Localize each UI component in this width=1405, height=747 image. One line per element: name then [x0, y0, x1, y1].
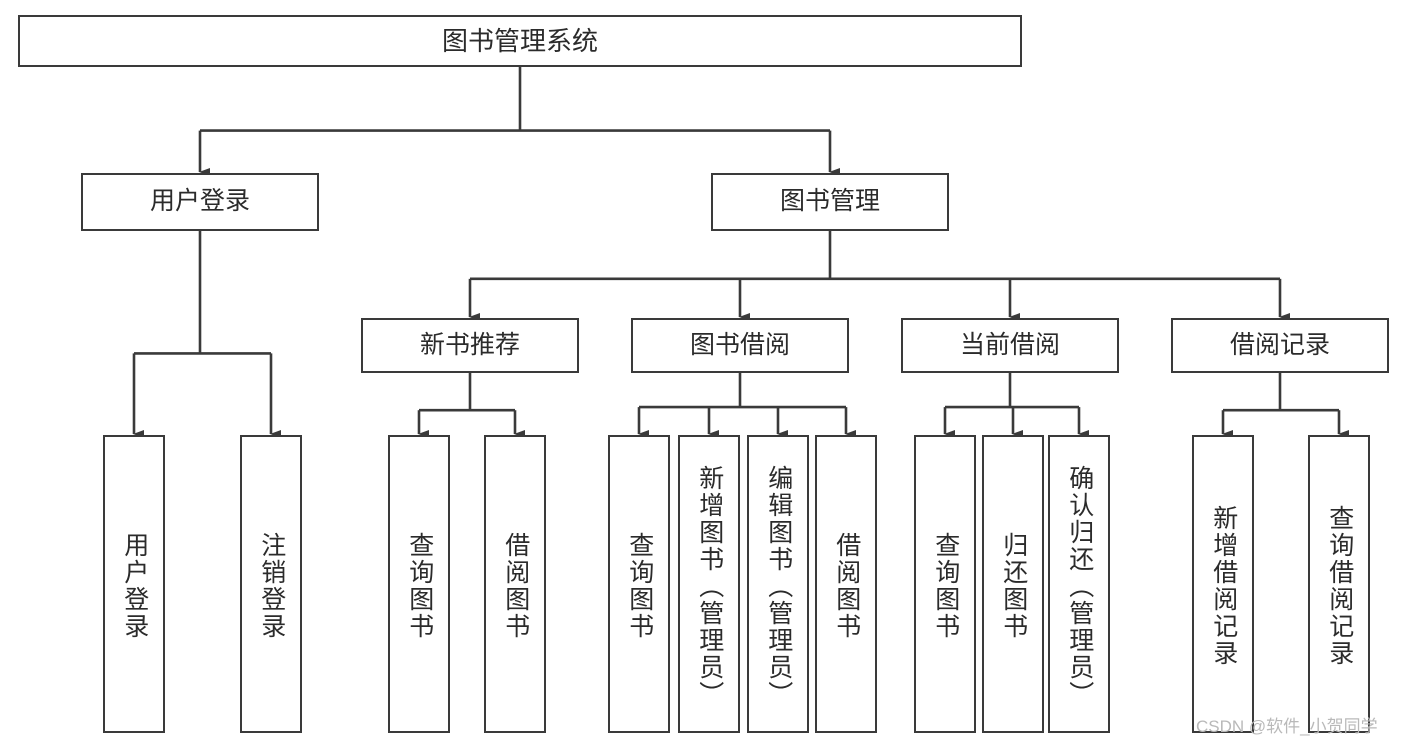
leaf-borrow-add-book[interactable]: 新增图书（管理员） [678, 435, 740, 733]
leaf-current-confirm-return[interactable]: 确认归还（管理员） [1048, 435, 1110, 733]
leaf-user-logout[interactable]: 注销登录 [240, 435, 302, 733]
node-root[interactable]: 图书管理系统 [18, 15, 1022, 67]
leaf-borrow-lend-book[interactable]: 借阅图书 [815, 435, 877, 733]
node-user-login-label: 用户登录 [149, 187, 250, 216]
leaf-record-add-record[interactable]: 新增借阅记录 [1192, 435, 1254, 733]
leaf-recommend-borrow-book-label: 借阅图书 [501, 532, 530, 640]
leaf-borrow-query-book-label: 查询图书 [625, 532, 654, 640]
leaf-borrow-edit-book[interactable]: 编辑图书（管理员） [747, 435, 809, 733]
leaf-current-return-book-label: 归还图书 [999, 532, 1028, 640]
node-borrow-record-label: 借阅记录 [1229, 330, 1330, 359]
node-current-borrow[interactable]: 当前借阅 [901, 318, 1119, 373]
leaf-borrow-lend-book-label: 借阅图书 [832, 532, 861, 640]
leaf-recommend-borrow-book[interactable]: 借阅图书 [484, 435, 546, 733]
leaf-recommend-query-book[interactable]: 查询图书 [388, 435, 450, 733]
leaf-user-login[interactable]: 用户登录 [103, 435, 165, 733]
leaf-user-login-label: 用户登录 [120, 532, 149, 640]
leaf-record-query-record[interactable]: 查询借阅记录 [1308, 435, 1370, 733]
node-book-borrow-label: 图书借阅 [689, 330, 790, 359]
node-book-manage[interactable]: 图书管理 [711, 173, 949, 231]
node-new-book-recommend[interactable]: 新书推荐 [361, 318, 579, 373]
leaf-current-query-book-label: 查询图书 [931, 532, 960, 640]
leaf-recommend-query-book-label: 查询图书 [405, 532, 434, 640]
node-book-manage-label: 图书管理 [779, 187, 880, 216]
node-root-label: 图书管理系统 [441, 25, 598, 56]
node-user-login[interactable]: 用户登录 [81, 173, 319, 231]
leaf-current-query-book[interactable]: 查询图书 [914, 435, 976, 733]
leaf-borrow-edit-book-label: 编辑图书（管理员） [764, 464, 793, 708]
node-current-borrow-label: 当前借阅 [959, 330, 1060, 359]
leaf-borrow-query-book[interactable]: 查询图书 [608, 435, 670, 733]
leaf-borrow-add-book-label: 新增图书（管理员） [695, 464, 724, 708]
leaf-current-return-book[interactable]: 归还图书 [982, 435, 1044, 733]
node-borrow-record[interactable]: 借阅记录 [1171, 318, 1389, 373]
node-book-borrow[interactable]: 图书借阅 [631, 318, 849, 373]
leaf-record-add-record-label: 新增借阅记录 [1209, 505, 1238, 667]
leaf-record-query-record-label: 查询借阅记录 [1325, 505, 1354, 667]
node-new-book-recommend-label: 新书推荐 [419, 330, 520, 359]
leaf-current-confirm-return-label: 确认归还（管理员） [1065, 464, 1094, 708]
leaf-user-logout-label: 注销登录 [257, 532, 286, 640]
